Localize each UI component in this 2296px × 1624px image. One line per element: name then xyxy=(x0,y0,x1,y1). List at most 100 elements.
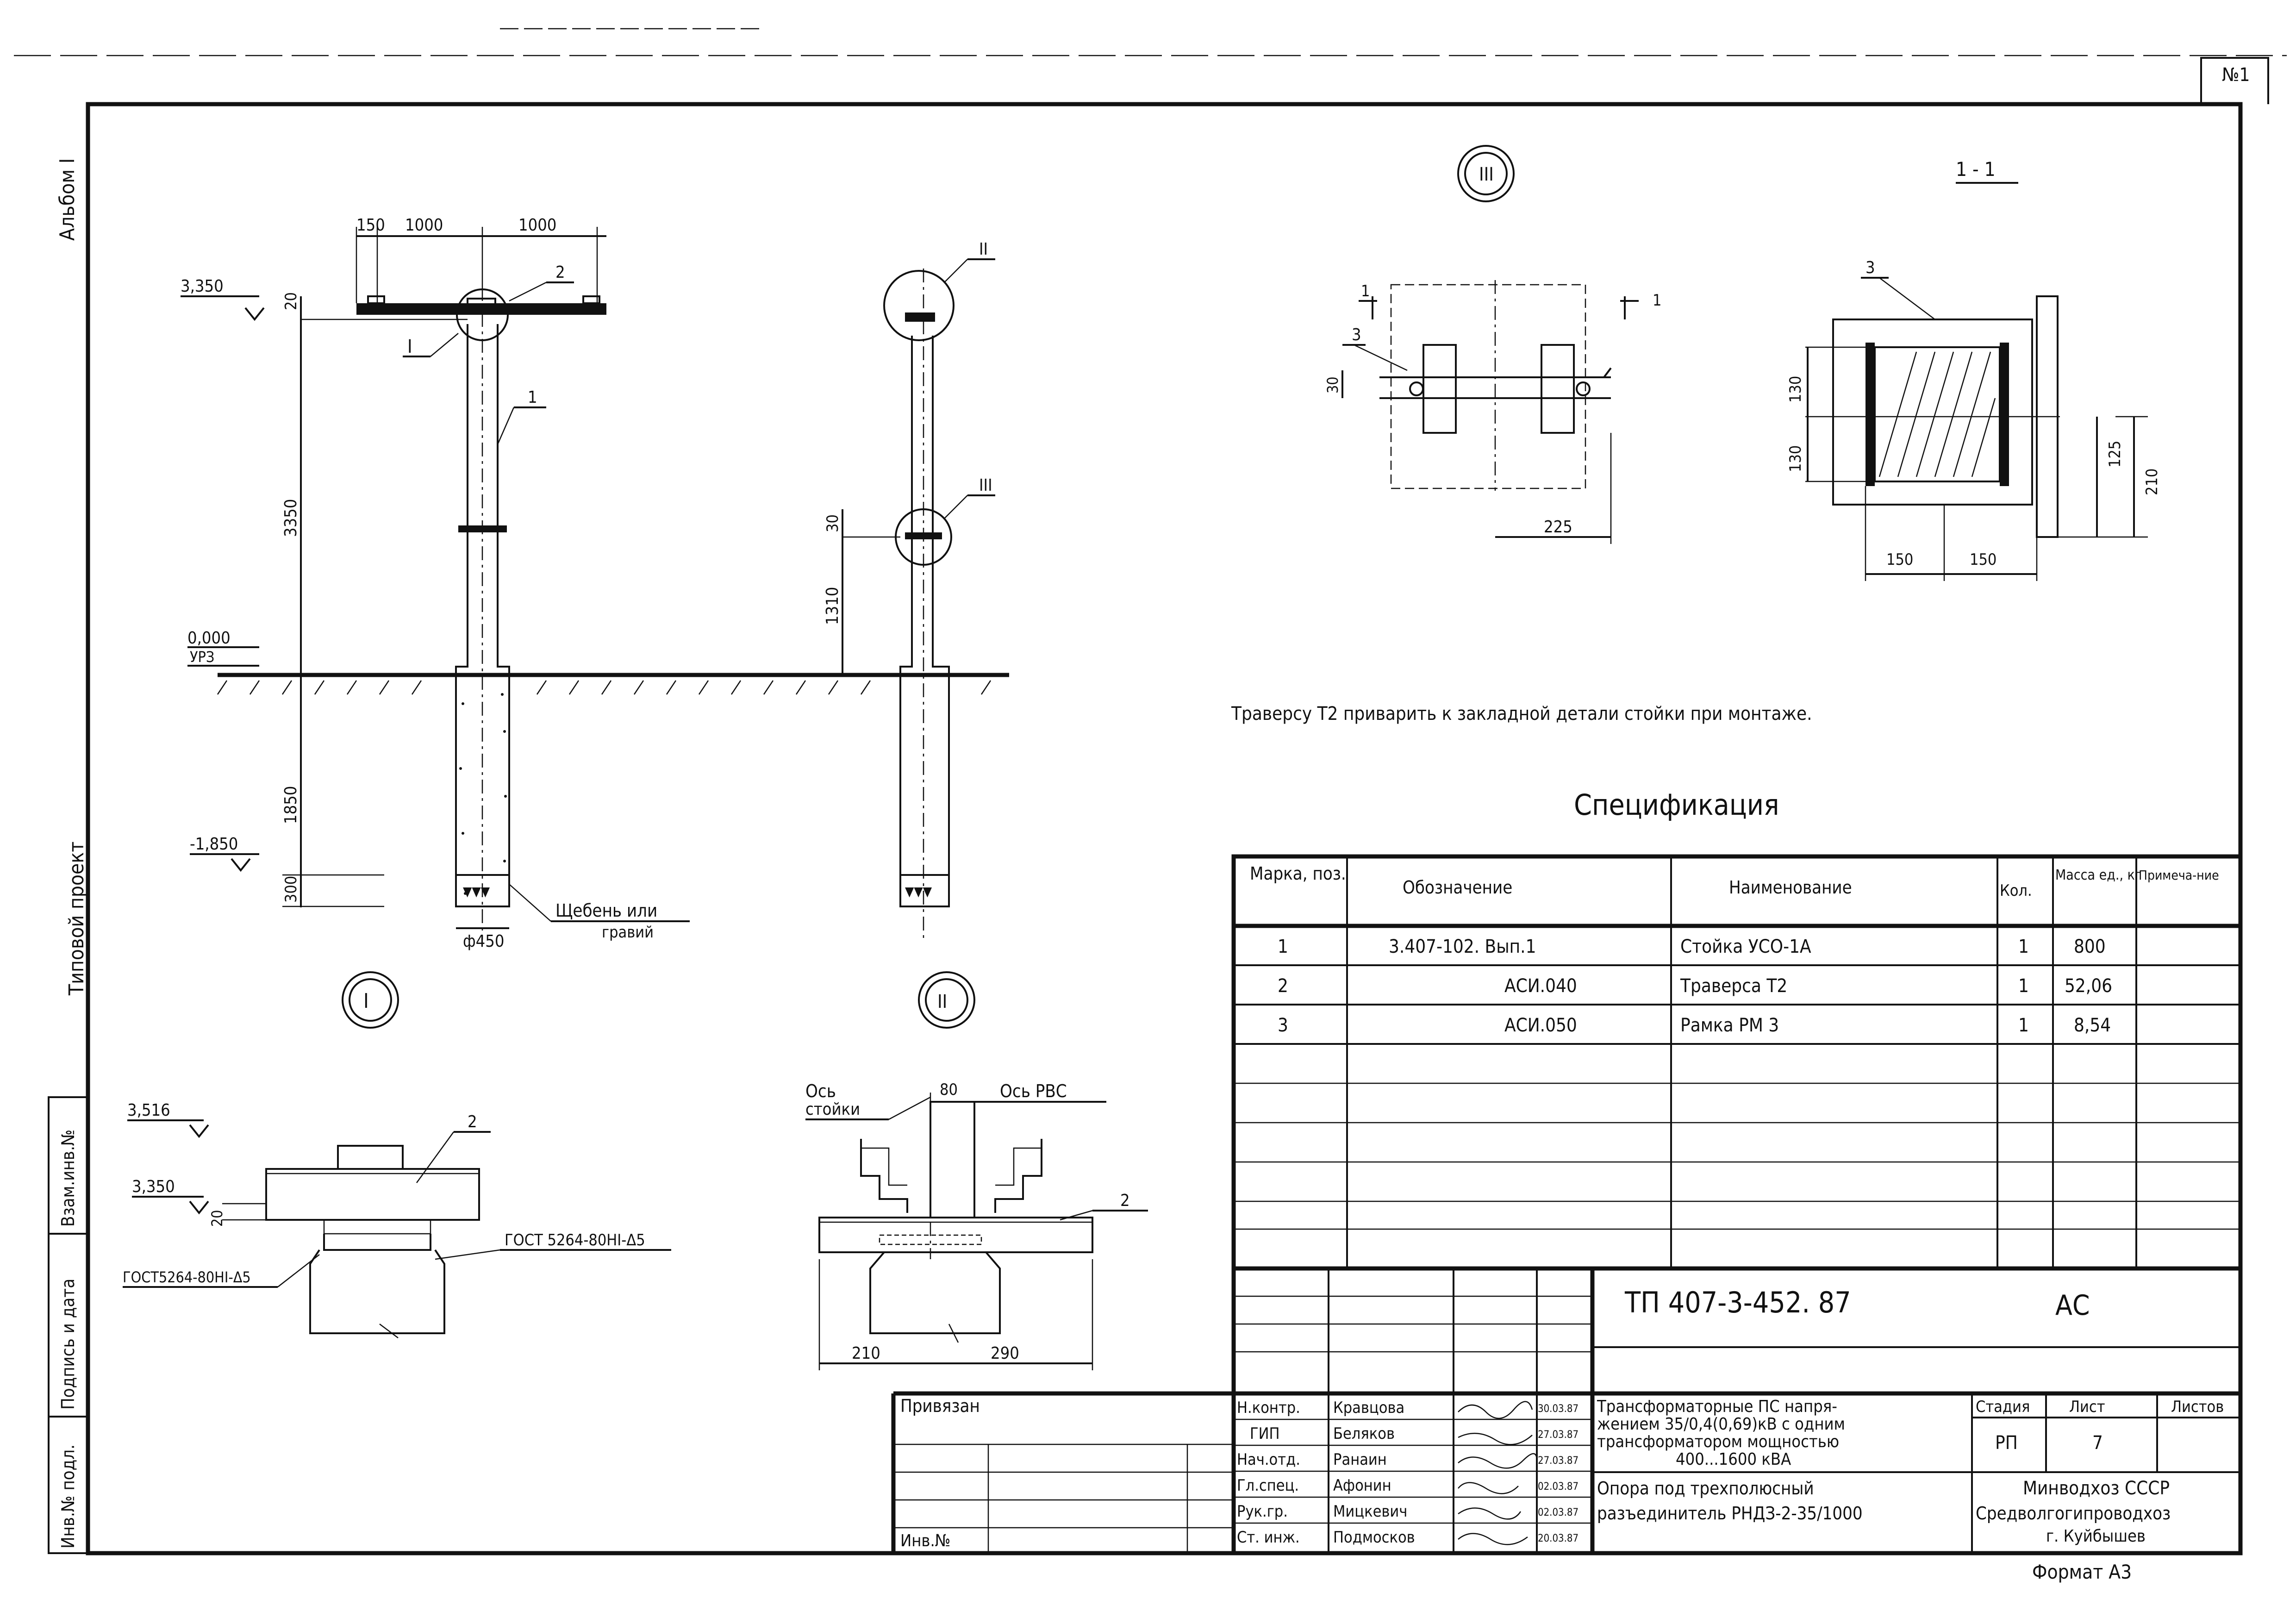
name-2: Ранаин xyxy=(1333,1450,1387,1469)
project-line-4: 400...1600 кВА xyxy=(1676,1450,1791,1469)
traverse-beam xyxy=(356,303,606,315)
dim-30: 30 xyxy=(824,514,842,532)
role-4: Рук.гр. xyxy=(1237,1502,1288,1521)
sheet-value: 7 xyxy=(2092,1432,2103,1454)
detail-II: II Ось стойки Ось РВС 80 2 210 290 xyxy=(805,971,1148,1370)
dim-125: 125 xyxy=(2106,441,2124,468)
gost-left: ГОСТ5264-80НI-Δ5 xyxy=(123,1268,251,1286)
drawing-line-2: разъединитель РНДЗ-2-35/1000 xyxy=(1597,1503,1863,1524)
date-4: 02.03.87 xyxy=(1538,1507,1578,1518)
urz-label: УРЗ xyxy=(190,648,214,666)
elev-mark-neg1850: -1,850 xyxy=(190,835,238,854)
inv-label: Инв.№ xyxy=(900,1531,950,1550)
name-4: Мицкевич xyxy=(1333,1502,1407,1521)
date-2: 27.03.87 xyxy=(1538,1455,1578,1467)
album-label: Альбом I xyxy=(56,158,79,241)
signatures xyxy=(1458,1401,1538,1545)
spec-row-3-mark: 3 xyxy=(1278,1015,1288,1036)
main-elevation: ▼▼▼ 150 1000 1000 3,350 0,000 УРЗ -1,850… xyxy=(181,216,1009,951)
callout-I-label: I xyxy=(407,336,412,357)
spec-row-3-designation: АСИ.050 xyxy=(1504,1015,1577,1036)
spec-row-1-designation: 3.407-102. Вып.1 xyxy=(1389,936,1536,957)
section-mark-right: 1 xyxy=(1653,291,1661,310)
spec-row-3-name: Рамка РМ 3 xyxy=(1680,1015,1779,1036)
elev-mark-0000: 0,000 xyxy=(187,629,231,648)
spec-header-designation: Обозначение xyxy=(1403,877,1512,898)
section-mark-left: 1 xyxy=(1361,282,1370,300)
svg-text:▼▼▼: ▼▼▼ xyxy=(463,884,490,899)
detail-I-mark-3350: 3,350 xyxy=(132,1177,175,1196)
spec-row-2-name: Траверса Т2 xyxy=(1680,975,1787,997)
spec-row-2-designation: АСИ.040 xyxy=(1504,975,1577,997)
gravel-label-1: Щебень или xyxy=(555,900,657,921)
spec-row-3-mass: 8,54 xyxy=(2074,1015,2111,1036)
role-3: Гл.спец. xyxy=(1237,1476,1299,1495)
side-view: ▼▼▼ II III 30 1310 xyxy=(823,240,995,940)
vzam-label: Взам.инв.№ xyxy=(58,1130,78,1227)
detail-III-dim-225: 225 xyxy=(1544,518,1572,537)
spec-header-name: Наименование xyxy=(1729,877,1852,898)
detail-I: I 3,516 3,350 20 2 ГОСТ 5264-80НI-Δ5 ГОС… xyxy=(123,971,671,1338)
role-1: ГИП xyxy=(1250,1424,1280,1443)
project-line-3: трансформатором мощностью xyxy=(1597,1432,1839,1451)
callout-III-label: III xyxy=(979,476,992,495)
detail-II-pos-2: 2 xyxy=(1120,1191,1130,1210)
dim-1000b: 1000 xyxy=(518,216,556,235)
role-5: Ст. инж. xyxy=(1237,1528,1300,1547)
dim-210: 210 xyxy=(2143,468,2161,495)
scan-top-edge xyxy=(14,28,2287,56)
foundation-dots xyxy=(459,693,507,895)
spec-row-2-mass: 52,06 xyxy=(2065,975,2112,997)
dim-150a: 150 xyxy=(1886,550,1913,569)
type-project-label: Типовой проект xyxy=(65,842,88,996)
sheet-label: Лист xyxy=(2069,1398,2105,1416)
axis-post-1: Ось xyxy=(805,1081,836,1101)
spec-row-1-name: Стойка УСО-1А xyxy=(1680,936,1811,957)
date-0: 30.03.87 xyxy=(1538,1403,1578,1415)
detail-II-roman: II xyxy=(937,991,947,1012)
gravel-base xyxy=(455,874,510,907)
name-3: Афонин xyxy=(1333,1476,1391,1495)
spec-title: Спецификация xyxy=(1574,788,1779,822)
dim-20: 20 xyxy=(282,292,300,310)
dia-450: ф450 xyxy=(463,932,505,951)
org-line-2: Средволгогипроводхоз xyxy=(1976,1503,2171,1524)
spec-row-2-mark: 2 xyxy=(1278,975,1288,997)
dim-300: 300 xyxy=(282,876,300,903)
detail-II-dim-80: 80 xyxy=(940,1081,958,1099)
gravel-label-2: гравий xyxy=(602,923,654,942)
dim-150: 150 xyxy=(356,216,385,235)
dim-150b: 150 xyxy=(1970,550,1997,569)
spec-row-1-mark: 1 xyxy=(1278,936,1288,957)
spec-row-3-qty: 1 xyxy=(2018,1015,2029,1036)
detail-I-dim-20: 20 xyxy=(208,1210,226,1227)
spec-header-mark: Марка, поз. xyxy=(1250,863,1346,884)
drawing-line-1: Опора под трехполюсный xyxy=(1597,1478,1814,1499)
spec-row-2-qty: 1 xyxy=(2018,975,2029,997)
specification-table: Спецификация Марка, поз. Обозначение Наи… xyxy=(1231,788,2243,1271)
dim-3350: 3350 xyxy=(281,499,300,537)
left-binding-strip: Инв.№ подл. Подпись и дата Взам.инв.№ Ал… xyxy=(48,158,89,1554)
name-5: Подмосков xyxy=(1333,1528,1415,1547)
org-line-1: Минводхоз СССР xyxy=(2023,1478,2170,1499)
detail-II-dim-290: 290 xyxy=(991,1344,1019,1363)
elev-mark-3350: 3,350 xyxy=(181,277,224,296)
spec-header-mass: Масса ед., кг xyxy=(2055,867,2141,883)
dim-1000a: 1000 xyxy=(405,216,443,235)
detail-III-pos-3: 3 xyxy=(1352,325,1361,344)
mounting-note: Траверсу Т2 приварить к закладной детали… xyxy=(1231,703,1812,725)
section-1-1: 1 - 1 130 130 125 210 150 150 3 xyxy=(1786,158,2161,581)
dim-1310: 1310 xyxy=(823,587,842,625)
stage-value: РП xyxy=(1995,1432,2018,1454)
project-line-1: Трансформаторные ПС напря- xyxy=(1597,1397,1837,1416)
detail-I-mark-3516: 3,516 xyxy=(127,1101,170,1120)
detail-II-dim-210: 210 xyxy=(852,1344,880,1363)
sheet-number: №1 xyxy=(2222,64,2250,86)
spec-header-qty: Кол. xyxy=(2000,881,2032,900)
spec-row-1-qty: 1 xyxy=(2018,936,2029,957)
callout-circle-II xyxy=(883,270,955,341)
section-hatch xyxy=(1878,351,1996,477)
title-block: ТП 407-3-452. 87 АС Привязан Инв.№ Н.кон… xyxy=(891,1268,2240,1553)
axis-post-2: стойки xyxy=(805,1100,860,1119)
privyazan-label: Привязан xyxy=(900,1396,980,1416)
